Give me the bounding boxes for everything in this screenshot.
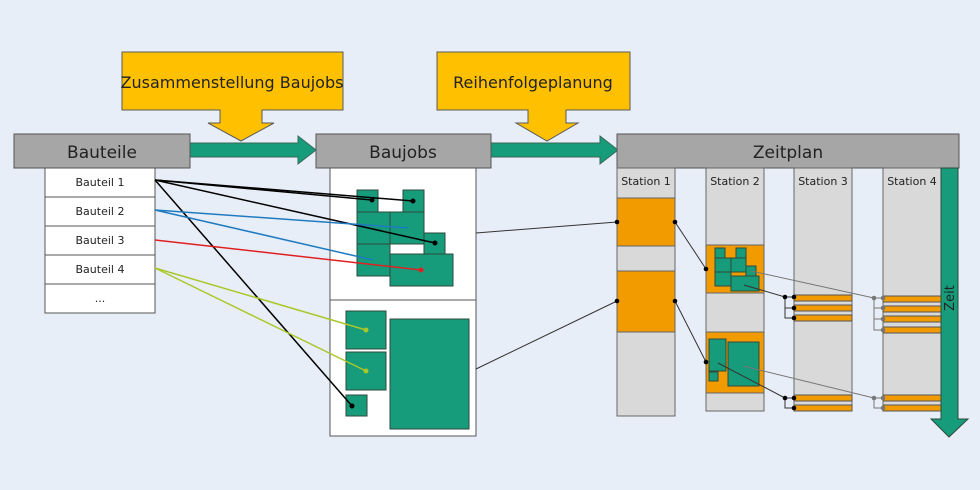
station-1: Station 1 <box>616 167 676 417</box>
process-step-zusammenstellung: Zusammenstellung Baujobs <box>121 51 344 142</box>
bauteil-row <box>44 283 156 314</box>
station-4: Station 4 <box>882 167 942 412</box>
schedule-dots <box>614 219 886 411</box>
header-bauteile: Bauteile <box>13 133 191 169</box>
step2-label: Reihenfolgeplanung <box>453 73 613 92</box>
bauteil-label: Bauteil 2 <box>76 205 125 218</box>
station-3: Station 3 <box>793 167 853 412</box>
bauteil-label: Bauteil 1 <box>76 176 125 189</box>
flow-arrow-1 <box>189 134 317 166</box>
time-axis-label: Zeit <box>943 285 958 311</box>
station-label: Station 3 <box>798 175 848 188</box>
time-axis-arrow: Zeit <box>929 167 970 438</box>
bauteil-row <box>44 225 156 256</box>
baujobs-panel <box>329 167 477 437</box>
schedule-links <box>674 221 883 409</box>
bauteil-row <box>44 167 156 198</box>
bauteil-label: Bauteil 4 <box>76 263 125 276</box>
bauteil-connections <box>154 179 436 407</box>
bauteil-label: ... <box>95 292 106 305</box>
station-label: Station 4 <box>887 175 937 188</box>
station-label: Station 1 <box>621 175 671 188</box>
header-zeitplan: Zeitplan <box>616 133 960 169</box>
station-2: Station 2 <box>705 167 765 412</box>
step1-label: Zusammenstellung Baujobs <box>121 73 344 92</box>
bauteil-label: Bauteil 3 <box>76 234 125 247</box>
process-step-reihenfolge: Reihenfolgeplanung <box>436 51 631 142</box>
station-label: Station 2 <box>710 175 760 188</box>
connection-dots <box>349 197 438 409</box>
svg-text:Bauteile: Bauteile <box>67 143 137 163</box>
link-job1-station1 <box>475 221 618 234</box>
flow-arrow-2 <box>490 134 619 166</box>
link-job2-station1 <box>475 300 618 370</box>
svg-text:Baujobs: Baujobs <box>369 143 437 163</box>
bauteile-list: Bauteil 1 Bauteil 2 Bauteil 3 Bauteil 4 … <box>44 167 156 314</box>
baujob-2 <box>345 310 470 430</box>
svg-text:Zeitplan: Zeitplan <box>753 143 823 163</box>
header-baujobs: Baujobs <box>315 133 492 169</box>
baujob-1 <box>356 189 454 287</box>
